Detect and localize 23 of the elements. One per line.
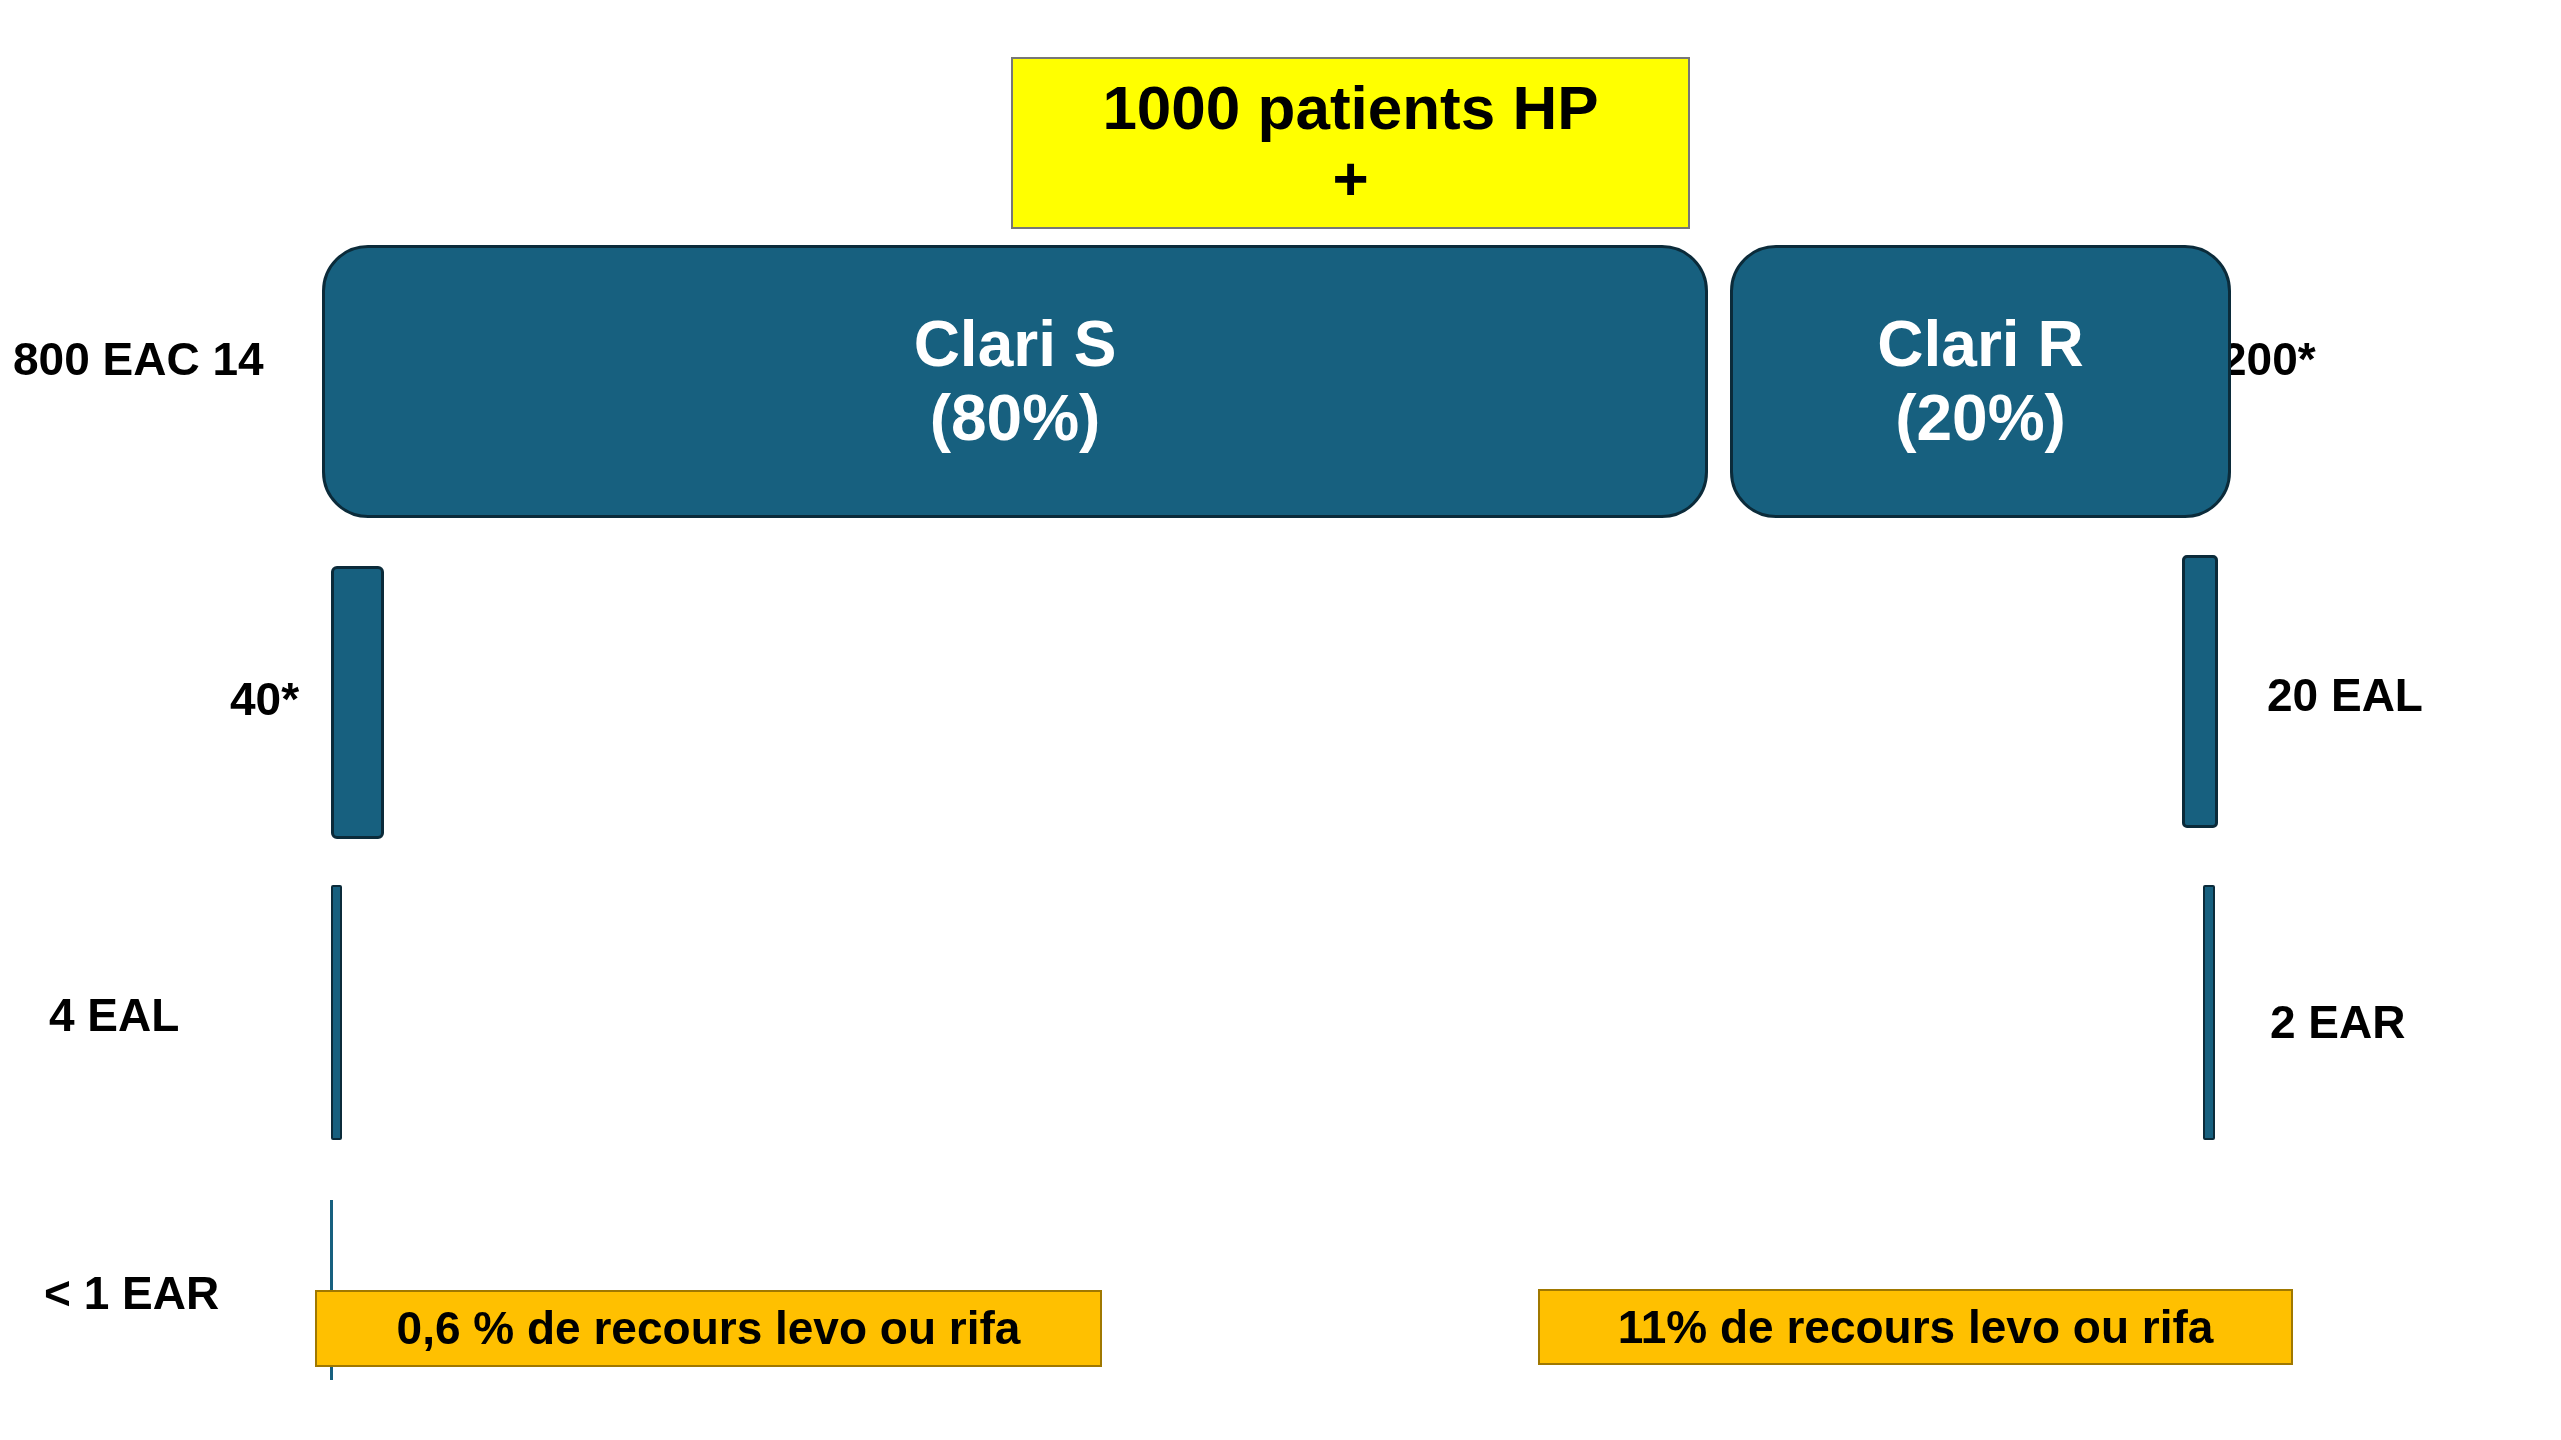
- bar: [331, 885, 342, 1140]
- title-text: 1000 patients HP: [1102, 71, 1599, 143]
- result-text: 0,6 % de recours levo ou rifa: [396, 1302, 1021, 1355]
- group-label: Clari S: [913, 307, 1117, 382]
- result-box: [315, 1290, 1102, 1367]
- count-label: 2 EAR: [2270, 999, 2406, 1045]
- group-box: [1730, 245, 2231, 518]
- bar: [2182, 555, 2218, 828]
- title-box: [1011, 57, 1690, 229]
- group-box: [322, 245, 1708, 518]
- group-label: Clari R: [1877, 307, 2084, 382]
- count-label: 40*: [230, 676, 300, 722]
- count-label: 800 EAC 14: [13, 336, 264, 382]
- group-label: (80%): [929, 381, 1101, 456]
- title-text: +: [1332, 143, 1369, 215]
- bar: [2203, 885, 2215, 1140]
- count-label: < 1 EAR: [44, 1270, 220, 1316]
- count-label: 20 EAL: [2267, 672, 2423, 718]
- group-label: (20%): [1895, 381, 2066, 456]
- result-box: [1538, 1289, 2293, 1365]
- count-label: 4 EAL: [49, 992, 180, 1038]
- result-text: 11% de recours levo ou rifa: [1617, 1300, 2214, 1354]
- bar: [331, 566, 384, 839]
